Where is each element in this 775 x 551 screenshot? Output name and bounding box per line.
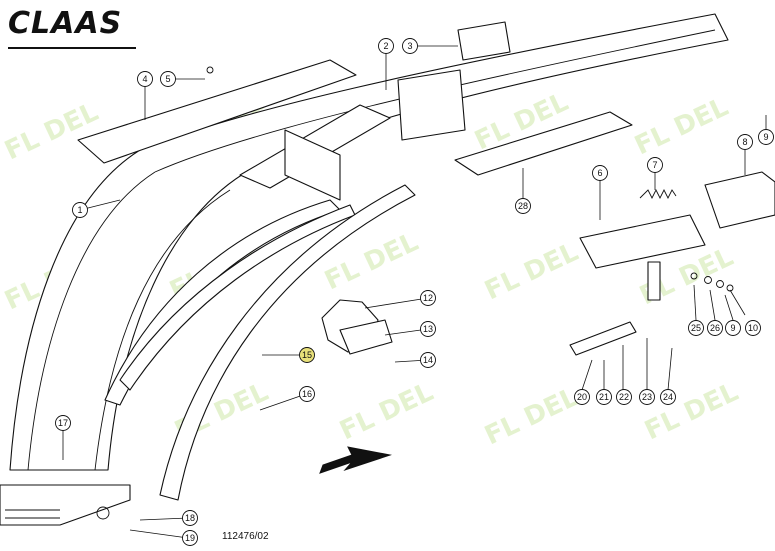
- callout-2: 2: [378, 38, 394, 54]
- svg-text:12: 12: [423, 293, 433, 303]
- svg-text:1: 1: [77, 205, 82, 215]
- cover-seal: [339, 319, 393, 355]
- svg-text:20: 20: [577, 392, 587, 402]
- svg-text:25: 25: [691, 323, 701, 333]
- svg-text:3: 3: [407, 41, 412, 51]
- callout-17: 17: [55, 415, 71, 431]
- bracket: [397, 69, 466, 141]
- brand-logo: CLAAS: [8, 6, 123, 41]
- svg-text:2: 2: [383, 41, 388, 51]
- callout-23: 23: [639, 389, 655, 405]
- svg-text:21: 21: [599, 392, 609, 402]
- svg-text:9: 9: [763, 132, 768, 142]
- watermark: FL DEL: [480, 237, 583, 306]
- bolt: [690, 272, 698, 280]
- svg-text:7: 7: [652, 160, 657, 170]
- callout-12: 12: [420, 290, 436, 306]
- callout-28: 28: [515, 198, 531, 214]
- svg-text:19: 19: [185, 533, 195, 543]
- svg-text:28: 28: [518, 201, 528, 211]
- watermark: FL DEL: [480, 382, 583, 451]
- callout-9: 9: [758, 129, 774, 145]
- svg-text:15: 15: [302, 350, 312, 360]
- callout-16: 16: [299, 386, 315, 402]
- svg-text:18: 18: [185, 513, 195, 523]
- callout-13: 13: [420, 321, 436, 337]
- callout-19: 19: [182, 530, 198, 546]
- svg-text:14: 14: [423, 355, 433, 365]
- pin: [569, 321, 637, 356]
- logo-underline: [8, 47, 136, 49]
- svg-text:24: 24: [663, 392, 673, 402]
- svg-text:26: 26: [710, 323, 720, 333]
- callout-9: 9: [725, 320, 741, 336]
- watermark: FL DEL: [640, 377, 743, 446]
- svg-text:22: 22: [619, 392, 629, 402]
- callout-24: 24: [660, 389, 676, 405]
- svg-text:16: 16: [302, 389, 312, 399]
- svg-text:4: 4: [142, 74, 147, 84]
- support-bracket: [647, 261, 661, 301]
- side-liner: [159, 184, 416, 501]
- callout-18: 18: [182, 510, 198, 526]
- callout-7: 7: [647, 157, 663, 173]
- callout-8: 8: [737, 134, 753, 150]
- svg-text:13: 13: [423, 324, 433, 334]
- svg-text:5: 5: [165, 74, 170, 84]
- callout-21: 21: [596, 389, 612, 405]
- leader-lines: [62, 45, 767, 539]
- svg-text:10: 10: [748, 323, 758, 333]
- callout-22: 22: [616, 389, 632, 405]
- direction-arrow: [319, 446, 392, 474]
- watermark: FL DEL: [0, 97, 103, 166]
- callout-20: 20: [574, 389, 590, 405]
- elevator-housing: [0, 13, 729, 526]
- support-bracket: [579, 214, 706, 269]
- washer: [704, 276, 712, 284]
- callout-3: 3: [402, 38, 418, 54]
- nut: [726, 284, 734, 292]
- mount-bracket: [704, 171, 775, 229]
- watermark: FL DEL: [335, 377, 438, 446]
- watermark: FL DEL: [630, 92, 733, 161]
- callout-14: 14: [420, 352, 436, 368]
- svg-text:8: 8: [742, 137, 747, 147]
- washer: [716, 280, 724, 288]
- callout-4: 4: [137, 71, 153, 87]
- washer: [206, 66, 214, 74]
- svg-text:23: 23: [642, 392, 652, 402]
- callout-10: 10: [745, 320, 761, 336]
- svg-text:9: 9: [730, 323, 735, 333]
- callout-1: 1: [72, 202, 88, 218]
- callout-15: 15: [299, 347, 315, 363]
- drawing-number: 112476/02: [222, 531, 269, 542]
- wear-plate: [77, 59, 357, 164]
- bracket: [284, 129, 341, 201]
- wear-plate: [454, 111, 633, 176]
- callout-5: 5: [160, 71, 176, 87]
- cover-plate: [457, 21, 511, 61]
- callout-26: 26: [707, 320, 723, 336]
- callout-25: 25: [688, 320, 704, 336]
- callout-6: 6: [592, 165, 608, 181]
- svg-text:6: 6: [597, 168, 602, 178]
- callout-group: 1 2 3 4 5 6 7 8 9 9 10 12 13 14 15 16 17…: [55, 38, 774, 546]
- spring: [639, 188, 677, 200]
- svg-text:17: 17: [58, 418, 68, 428]
